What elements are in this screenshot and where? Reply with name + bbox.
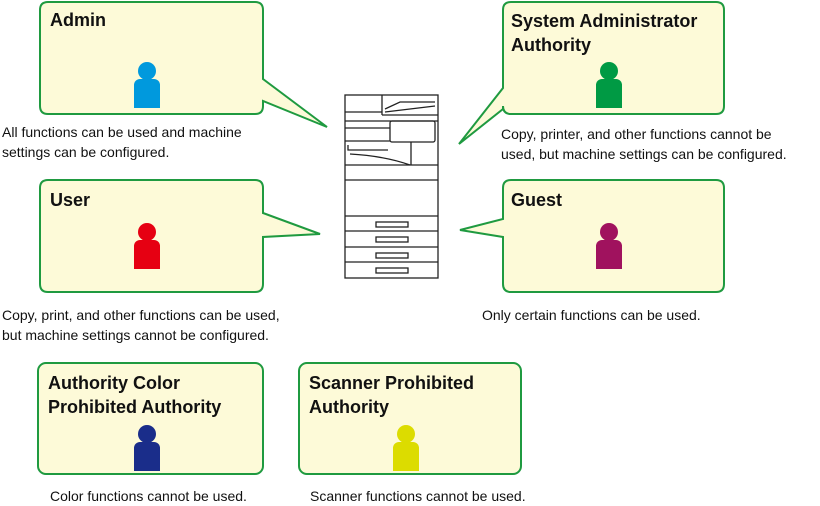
guest-bubble (459, 179, 725, 293)
user-description: Copy, print, and other functions can be … (2, 307, 280, 343)
color-prohibited-person-icon (134, 425, 160, 471)
user-person-icon (134, 223, 160, 269)
admin-title: Admin (50, 10, 106, 30)
scanner-prohibited-person-icon (393, 425, 419, 471)
guest-person-icon (596, 223, 622, 269)
scanner-prohibited-bubble (298, 362, 522, 475)
guest-title: Guest (511, 190, 563, 210)
system-admin-description: Copy, printer, and other functions canno… (501, 126, 787, 162)
color-prohibited-description: Color functions cannot be used. (50, 488, 247, 504)
guest-description: Only certain functions can be used. (482, 307, 701, 323)
user-bubble (39, 179, 321, 293)
color-prohibited-bubble (37, 362, 264, 475)
admin-bubble (39, 1, 328, 128)
scanner-prohibited-description: Scanner functions cannot be used. (310, 488, 526, 504)
admin-person-icon (134, 62, 160, 108)
color-prohibited-title: Authority Color Prohibited Authority (48, 373, 222, 417)
user-title: User (50, 190, 91, 210)
scanner-prohibited-title: Scanner Prohibited Authority (309, 373, 475, 417)
system-admin-bubble (458, 1, 725, 145)
system-admin-person-icon (596, 62, 622, 108)
admin-description: All functions can be used and machine se… (2, 124, 242, 160)
printer-icon (344, 94, 439, 279)
system-admin-title: System Administrator Authority (511, 11, 698, 55)
